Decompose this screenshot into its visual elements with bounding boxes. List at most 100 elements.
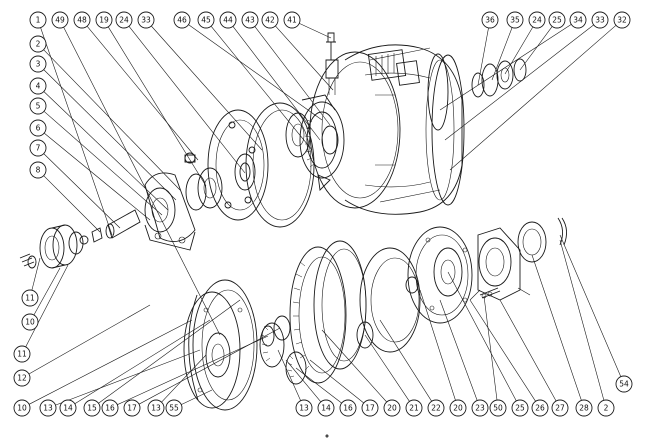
ring-gear <box>289 240 367 384</box>
leader-line-bottom-19 <box>499 299 557 402</box>
callout-label: 13 <box>43 404 53 413</box>
leader-line-left-8 <box>33 267 61 316</box>
callout-label: 54 <box>619 380 629 389</box>
callout-circle <box>506 11 524 29</box>
callout-label: 25 <box>552 16 562 25</box>
callout-label: 20 <box>387 404 397 413</box>
callout-13: 13 <box>147 399 165 417</box>
callout-10: 10 <box>21 313 39 331</box>
callout-circle <box>13 345 31 363</box>
callout-circle <box>471 399 489 417</box>
callout-circle <box>591 11 609 29</box>
callout-24: 24 <box>115 11 133 29</box>
leader-line-top-7 <box>210 26 313 151</box>
callout-26: 26 <box>531 399 549 417</box>
leader-line-top-2 <box>86 26 199 161</box>
callout-label: 55 <box>169 404 179 413</box>
callout-circle <box>219 11 237 29</box>
callout-44: 44 <box>219 11 237 29</box>
callout-label: 10 <box>17 404 27 413</box>
pulley <box>19 224 84 269</box>
callout-16: 16 <box>101 399 119 417</box>
center-dot <box>325 434 329 438</box>
callout-label: 20 <box>453 404 463 413</box>
callout-label: 4 <box>36 82 41 91</box>
callout-circle <box>13 399 31 417</box>
callout-label: 25 <box>515 404 525 413</box>
leader-line-bottom-0 <box>55 349 201 406</box>
callout-label: 3 <box>36 60 41 69</box>
callout-label: 49 <box>55 16 65 25</box>
callout-24: 24 <box>528 11 546 29</box>
output-flange <box>407 226 473 324</box>
callout-label: 17 <box>127 404 137 413</box>
callout-43: 43 <box>241 11 259 29</box>
callout-circle <box>383 399 401 417</box>
leader-line-top-12 <box>477 27 489 86</box>
callout-circle <box>597 399 615 417</box>
leader-line-left-6 <box>43 175 101 233</box>
callout-circle <box>83 399 101 417</box>
leader-line-top-4 <box>128 26 246 174</box>
leader-line-bottom-14 <box>419 289 456 401</box>
callout-circle <box>21 313 39 331</box>
leader-line-top-6 <box>188 24 323 121</box>
callout-label: 33 <box>595 16 605 25</box>
callout-circle <box>147 399 165 417</box>
callout-circle <box>95 11 113 29</box>
leader-line-bottom-15 <box>439 299 478 401</box>
shaft-parts <box>79 209 141 245</box>
callout-circle <box>575 399 593 417</box>
rotor-assembly <box>285 94 345 191</box>
leader-line-left-10 <box>28 304 151 375</box>
gearbox-cover <box>183 279 258 411</box>
leader-line-bottom-10 <box>309 359 364 404</box>
flange-plate <box>207 102 315 228</box>
leader-line-bottom-5 <box>161 354 207 403</box>
callout-label: 8 <box>36 166 41 175</box>
leader-line-bottom-12 <box>364 334 410 402</box>
callout-54: 54 <box>615 375 633 393</box>
callout-10: 10 <box>13 399 31 417</box>
leader-line-bottom-1 <box>74 319 211 405</box>
callout-circle <box>531 399 549 417</box>
callout-label: 11 <box>17 350 27 359</box>
leader-line-top-16 <box>439 24 572 111</box>
callout-circle <box>123 399 141 417</box>
callout-label: 27 <box>555 404 565 413</box>
callout-circle <box>449 399 467 417</box>
callout-label: 1 <box>36 16 41 25</box>
callout-circle <box>59 399 77 417</box>
callout-16: 16 <box>339 399 357 417</box>
callout-label: 10 <box>25 318 35 327</box>
callout-label: 45 <box>201 16 211 25</box>
callout-label: 42 <box>265 16 275 25</box>
leader-line-top-15 <box>519 26 553 71</box>
callout-label: 5 <box>36 102 41 111</box>
leader-line-top-13 <box>491 27 513 81</box>
callout-label: 26 <box>535 404 545 413</box>
leader-line-bottom-9 <box>295 367 342 404</box>
callout-14: 14 <box>59 399 77 417</box>
callout-circle <box>51 11 69 29</box>
callout-17: 17 <box>361 399 379 417</box>
callout-circle <box>29 119 47 137</box>
callout-circle <box>613 11 631 29</box>
callout-17: 17 <box>123 399 141 417</box>
leader-line-bottom-4 <box>138 327 281 405</box>
leader-line-top-5 <box>151 25 263 151</box>
leader-line-bottom-13 <box>379 319 432 402</box>
leader-line-left-9 <box>25 264 69 348</box>
callout-label: 21 <box>409 404 419 413</box>
callout-label: 22 <box>431 404 441 413</box>
callout-circle <box>339 399 357 417</box>
callout-27: 27 <box>551 399 569 417</box>
leader-line-bottom-3 <box>117 335 269 405</box>
leader-line-left-2 <box>43 91 169 211</box>
callout-label: 12 <box>17 374 27 383</box>
leader-line-bottom-17 <box>447 271 517 402</box>
callout-label: 24 <box>532 16 542 25</box>
callout-2: 2 <box>597 399 615 417</box>
callout-circle <box>511 399 529 417</box>
